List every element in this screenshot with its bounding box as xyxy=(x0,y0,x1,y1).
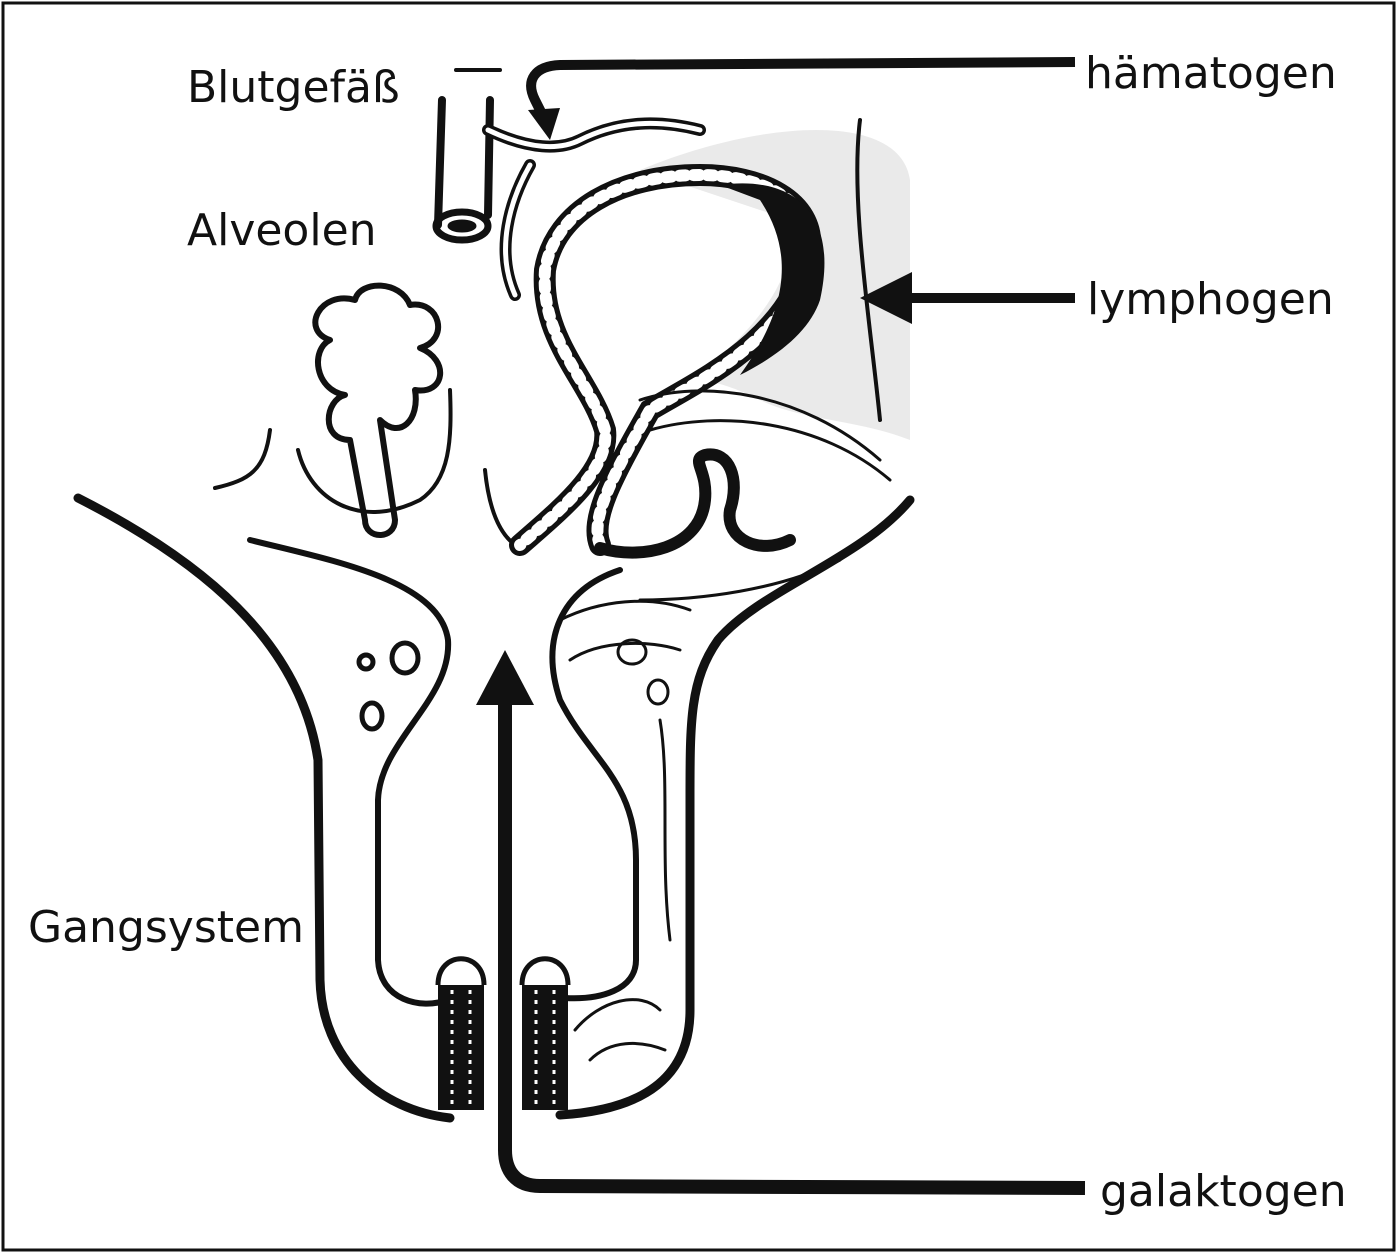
label-galaktogen: galaktogen xyxy=(1100,1166,1347,1217)
label-alveolen: Alveolen xyxy=(187,205,377,256)
label-lymphogen: lymphogen xyxy=(1087,274,1334,325)
figure-frame xyxy=(3,3,1394,1250)
label-blutgefaess: Blutgefäß xyxy=(187,62,400,113)
label-gangsystem: Gangsystem xyxy=(28,902,304,953)
label-haematogen: hämatogen xyxy=(1085,48,1337,99)
